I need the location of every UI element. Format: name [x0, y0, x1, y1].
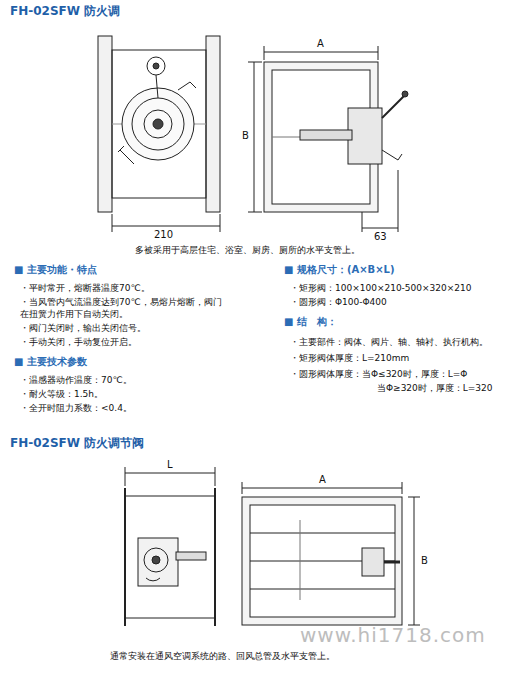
bullet-text: ・平时常开，熔断器温度70℃。 — [20, 282, 150, 294]
note: 多被采用于高层住宅、浴室、厨房、厕所的水平支管上。 — [135, 244, 360, 256]
dimension: 210 — [153, 229, 174, 241]
caption: 通常安装在通风空调系统的路、回风总管及水平支管上。 — [110, 650, 335, 662]
bullet-text: ・阀门关闭时，输出关闭信号。 — [20, 322, 146, 334]
heading: FH-02SFW 防火调节阀 — [10, 436, 144, 451]
dimension: A — [316, 38, 325, 50]
bullet-text: ・圆形阀体厚度：当Φ≤320时，厚度：L=Φ — [290, 368, 467, 380]
dimension: 63 — [373, 231, 388, 243]
bullet-text: ・矩形阀：100×100×210-500×320×210 — [290, 282, 471, 294]
bullet-text: 当Φ≥320时，厚度：L=320 — [377, 382, 493, 394]
section-heading: ■ 主要技术参数 — [14, 356, 87, 368]
dimension: L — [166, 459, 174, 471]
bullet-text: ・手动关闭，手动复位开启。 — [20, 336, 137, 348]
dimension: A — [318, 474, 327, 486]
bullet-text: ・当风管内气流温度达到70℃，易熔片熔断，阀门在扭簧力作用下自动关闭。 — [20, 296, 226, 320]
bullet-text: ・温感器动作温度：70℃。 — [20, 374, 132, 386]
watermark: www.hi1718.com — [300, 624, 486, 646]
heading: FH-02SFW 防火调 — [10, 4, 120, 19]
bullet-text: ・主要部件：阀体、阀片、轴、轴衬、执行机构。 — [290, 336, 488, 348]
bullet-text: ・全开时阻力系数：<0.4。 — [20, 402, 132, 414]
bullet-text: ・圆形阀：Φ100-Φ400 — [290, 296, 387, 308]
section-heading: ■ 结 构： — [284, 316, 337, 328]
dimension: B — [241, 130, 250, 142]
bullet-text: ・耐火等级：1.5h。 — [20, 388, 103, 400]
section-heading: ■ 主要功能・特点 — [14, 264, 97, 276]
section-heading: ■ 规格尺寸：(A×B×L) — [284, 264, 395, 276]
bullet-text: ・矩形阀体厚度：L=210mm — [290, 352, 409, 364]
dimension: B — [420, 555, 429, 567]
